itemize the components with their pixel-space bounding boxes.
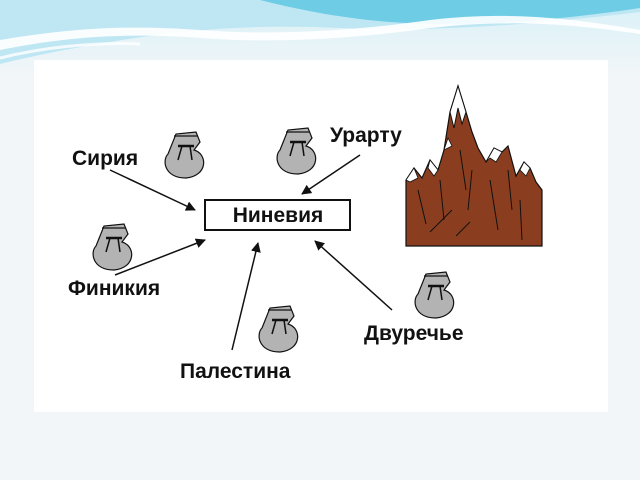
- label-urartu: Урарту: [330, 124, 402, 147]
- arrow-phoenicia: [114, 238, 206, 276]
- label-palestine: Палестина: [180, 360, 291, 383]
- money-bag-icon: [276, 127, 317, 175]
- label-mesopotamia: Двуречье: [364, 322, 464, 345]
- arrows: [109, 154, 393, 351]
- center-city-label: Ниневия: [233, 204, 324, 227]
- money-bag-icon: [92, 223, 133, 271]
- mountain-icon: [405, 83, 543, 247]
- arrow-mesopotamia: [314, 240, 393, 311]
- arrow-syria: [109, 169, 196, 211]
- label-syria: Сирия: [72, 147, 138, 170]
- center-city-box: Ниневия: [204, 199, 351, 231]
- money-bag-icon: [258, 305, 299, 353]
- label-phoenicia: Финикия: [68, 277, 160, 300]
- money-bag-icon: [414, 271, 455, 319]
- arrow-urartu: [301, 154, 361, 195]
- arrow-palestine: [231, 242, 261, 351]
- money-bag-icon: [164, 131, 205, 179]
